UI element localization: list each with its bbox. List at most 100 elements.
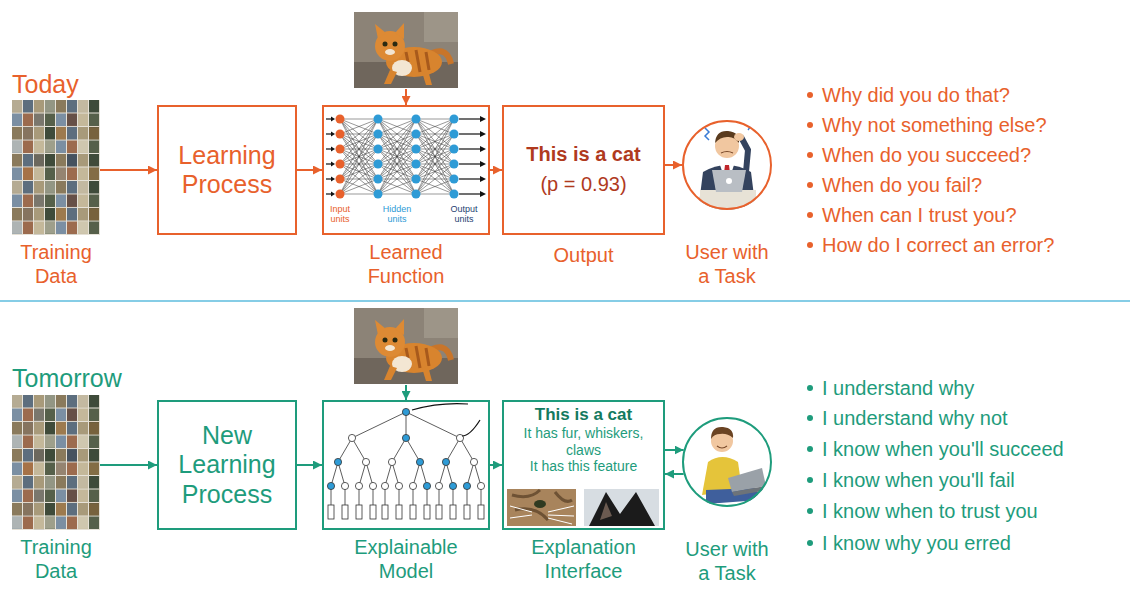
neural-network bbox=[378, 119, 416, 120]
neural-network bbox=[378, 119, 416, 164]
neural-network bbox=[374, 175, 383, 184]
neural-network bbox=[340, 194, 378, 195]
bullet-points bbox=[807, 385, 813, 391]
decision-tree bbox=[424, 505, 430, 519]
neural-network bbox=[336, 175, 345, 184]
decision-tree bbox=[355, 482, 362, 489]
decision-tree bbox=[462, 420, 480, 436]
bullet-points bbox=[807, 122, 813, 128]
decision-tree bbox=[470, 458, 477, 465]
box-label: (p = 0.93) bbox=[540, 173, 626, 197]
neural-network bbox=[450, 175, 459, 184]
neural-network bbox=[416, 164, 454, 194]
decision-tree bbox=[362, 458, 369, 465]
training-images bbox=[12, 395, 100, 530]
neural-network bbox=[412, 145, 421, 154]
neural-network bbox=[480, 146, 486, 152]
neural-network bbox=[416, 119, 454, 134]
decision-tree bbox=[446, 438, 460, 462]
neural-network bbox=[336, 130, 345, 139]
neural-network bbox=[378, 164, 416, 194]
bullet-points bbox=[807, 92, 813, 546]
decision-tree bbox=[402, 408, 409, 415]
neural-network bbox=[340, 134, 378, 194]
neural-network bbox=[412, 190, 421, 199]
neural-network bbox=[336, 145, 345, 154]
bullet-text: How do I correct an error? bbox=[822, 233, 1054, 257]
neural-network bbox=[378, 194, 416, 195]
training-images bbox=[12, 395, 100, 530]
neural-network bbox=[331, 117, 335, 122]
bullet-text: When do you fail? bbox=[822, 173, 982, 197]
row-separator bbox=[0, 301, 1130, 302]
stressed-user bbox=[712, 170, 746, 192]
neural-network bbox=[336, 115, 345, 124]
neural-network bbox=[378, 134, 416, 194]
neural-network bbox=[416, 119, 454, 149]
decision-tree bbox=[327, 404, 484, 519]
neural-network bbox=[340, 149, 378, 194]
caption: Output bbox=[502, 243, 665, 267]
caption: Explanation Interface bbox=[502, 535, 665, 583]
box-label: This is a cat bbox=[526, 143, 641, 167]
neural-network bbox=[378, 119, 416, 194]
training-images bbox=[12, 100, 100, 235]
neural-network bbox=[459, 133, 480, 134]
neural-network bbox=[450, 190, 459, 199]
neural-network bbox=[326, 163, 331, 164]
neural-network bbox=[480, 116, 486, 122]
neural-network bbox=[331, 147, 335, 152]
row-heading: Today bbox=[12, 69, 79, 99]
process-box: This is a catIt has fur, whiskers, claws… bbox=[502, 400, 665, 530]
neural-network bbox=[340, 119, 378, 120]
relaxed-user bbox=[717, 446, 727, 448]
neural-network bbox=[340, 119, 378, 149]
neural-network bbox=[326, 193, 331, 194]
process-box: Learning Process bbox=[157, 105, 297, 235]
bullet-points bbox=[807, 508, 813, 514]
neural-network bbox=[326, 118, 331, 119]
neural-network bbox=[340, 164, 378, 194]
neural-network bbox=[378, 164, 416, 194]
decision-tree bbox=[334, 458, 341, 465]
neural-network bbox=[340, 179, 378, 194]
neural-network bbox=[374, 115, 383, 124]
cat-photo bbox=[354, 12, 458, 88]
decision-tree bbox=[409, 482, 416, 489]
neural-network bbox=[450, 145, 459, 154]
neural-network bbox=[340, 119, 378, 179]
decision-tree bbox=[396, 505, 402, 519]
caption: Explainable Model bbox=[331, 535, 481, 583]
training-images bbox=[12, 100, 100, 530]
feature-images bbox=[600, 502, 612, 520]
neural-network bbox=[374, 190, 383, 199]
decision-tree bbox=[395, 482, 402, 489]
relaxed-user bbox=[702, 427, 768, 512]
bullet-points bbox=[807, 182, 813, 188]
neural-network bbox=[326, 148, 331, 149]
process-box: This is a cat(p = 0.93)Output bbox=[502, 105, 665, 235]
neural-network bbox=[326, 178, 331, 179]
decision-tree bbox=[423, 482, 430, 489]
neural-network bbox=[340, 119, 378, 194]
flow-arrow bbox=[100, 464, 157, 466]
process-box: Explainable Model bbox=[322, 400, 490, 530]
neural-network bbox=[416, 194, 454, 195]
decision-tree bbox=[464, 505, 470, 519]
neural-network bbox=[416, 119, 454, 179]
neural-network bbox=[378, 134, 416, 194]
decision-tree bbox=[356, 505, 362, 519]
neural-network bbox=[340, 119, 378, 134]
row-separator bbox=[0, 300, 1130, 302]
decision-tree bbox=[402, 434, 409, 441]
training-data-image: Training Data bbox=[12, 100, 100, 235]
decision-tree bbox=[416, 458, 423, 465]
neural-network bbox=[459, 193, 480, 194]
cat-photo bbox=[354, 308, 458, 384]
feature-images bbox=[510, 506, 574, 524]
feature-images bbox=[584, 489, 659, 526]
neural-network bbox=[378, 119, 416, 179]
neural-network bbox=[340, 119, 378, 179]
caption: Learned Function bbox=[331, 240, 481, 288]
neural-network bbox=[480, 176, 486, 182]
